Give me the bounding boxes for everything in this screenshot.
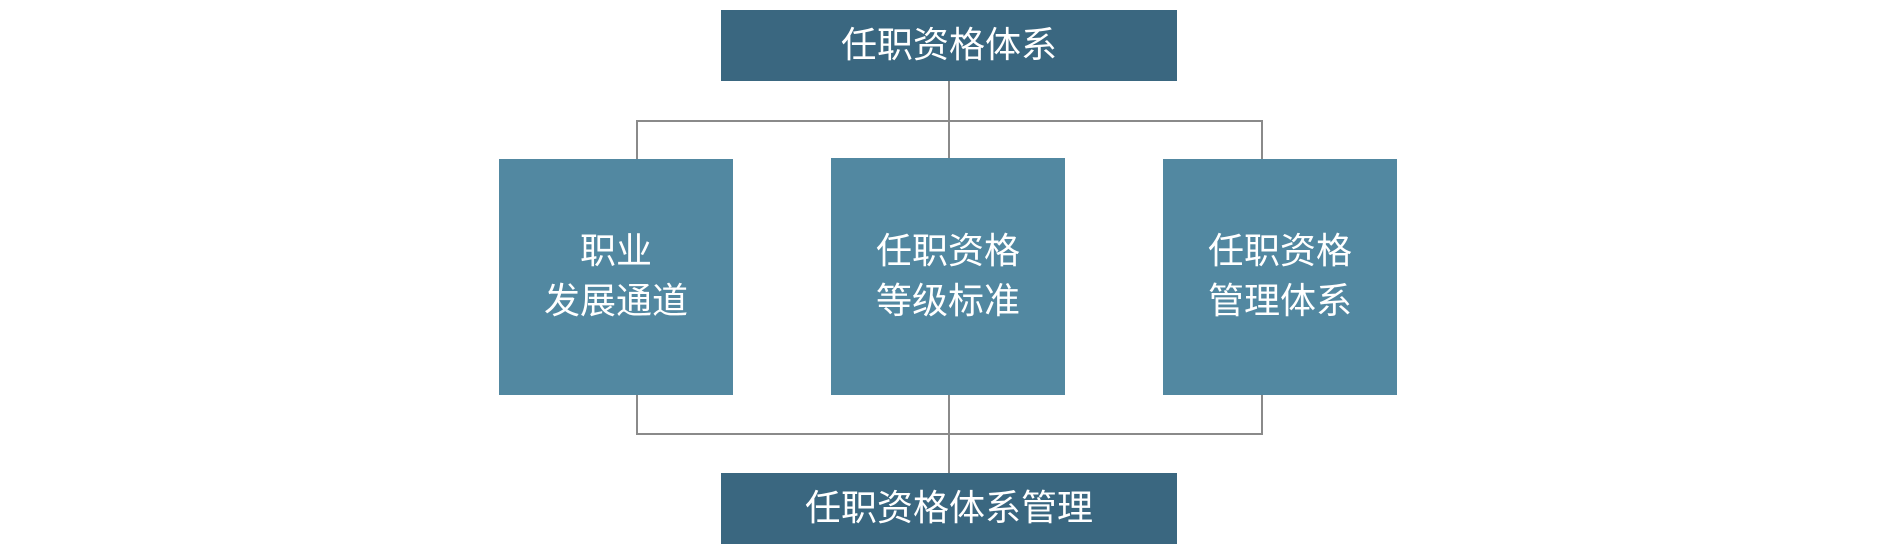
bottom-box-label: 任职资格体系管理 — [804, 487, 1093, 529]
bottom-box: 任职资格体系管理 — [721, 473, 1177, 544]
box-line: 发展通道 — [543, 281, 688, 322]
middle-box-career-path: 职业 发展通道 — [499, 159, 733, 395]
box-line: 等级标准 — [875, 280, 1020, 322]
top-box: 任职资格体系 — [721, 10, 1177, 81]
connector-bottom-right-rise — [1261, 395, 1263, 435]
middle-box-management-system: 任职资格 管理体系 — [1163, 159, 1397, 395]
connector-top-left-drop — [636, 120, 638, 159]
box-line: 任职资格 — [875, 230, 1020, 272]
box-line: 管理体系 — [1207, 281, 1352, 322]
box-line: 职业 — [579, 231, 652, 272]
box-line: 任职资格 — [1207, 231, 1352, 272]
top-box-label: 任职资格体系 — [840, 24, 1057, 66]
connector-bottom-horizontal — [637, 433, 1263, 435]
connector-bottom-left-rise — [636, 395, 638, 435]
connector-top-horizontal — [637, 120, 1263, 122]
middle-box-level-standard: 任职资格 等级标准 — [831, 158, 1065, 395]
connector-bottom-vertical — [948, 395, 950, 473]
connector-top-right-drop — [1261, 120, 1263, 159]
